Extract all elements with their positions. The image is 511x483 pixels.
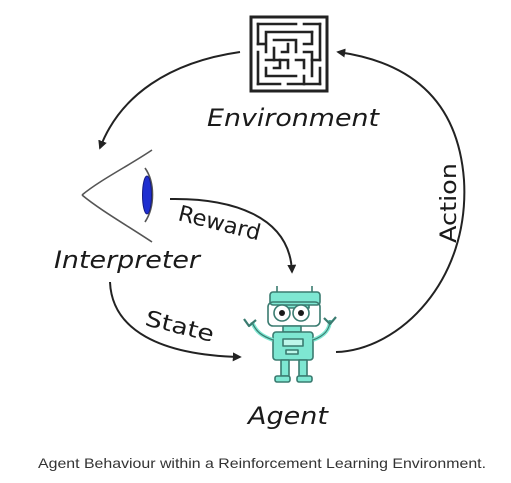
eye-icon (81, 149, 154, 243)
robot-icon (243, 286, 337, 383)
environment-label: Environment (207, 104, 381, 132)
interpreter-label: Interpreter (54, 246, 202, 274)
arrow-reward (169, 197, 297, 274)
arrow-state (109, 281, 242, 362)
figure-caption: Agent Behaviour within a Reinforcement L… (38, 455, 486, 471)
action-label: Action (437, 163, 462, 243)
arrow-action (335, 48, 466, 353)
reward-label: Reward (176, 202, 264, 247)
arrow-environment-to-interpreter (98, 51, 241, 150)
agent-label: Agent (246, 402, 330, 430)
maze-icon (249, 15, 329, 93)
